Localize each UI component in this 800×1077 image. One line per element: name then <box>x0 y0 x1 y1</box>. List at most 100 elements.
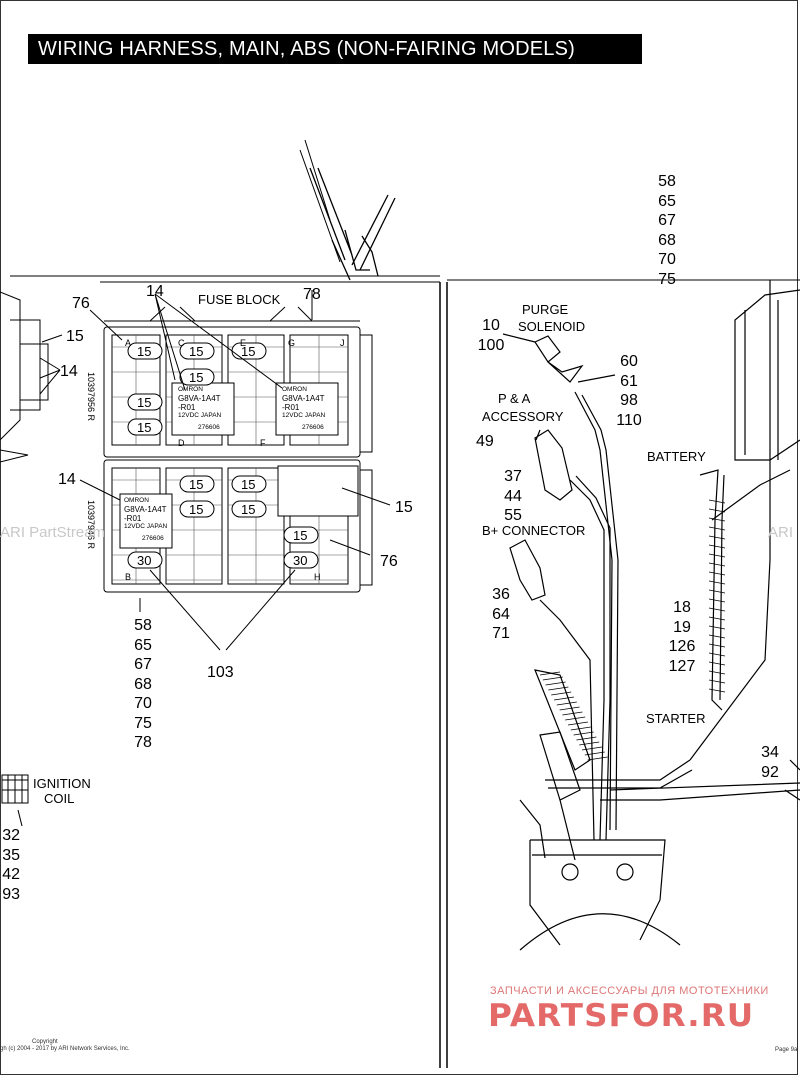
callout-49[interactable]: 49 <box>476 433 494 450</box>
ignition-coil-label-2: COIL <box>44 791 75 806</box>
callout[interactable]: 67 <box>134 656 152 673</box>
callout-14-top[interactable]: 14 <box>146 283 164 300</box>
fuse-label[interactable]: 15 <box>189 344 204 359</box>
corrugation-line <box>587 756 608 761</box>
callout[interactable]: 58 <box>134 617 152 634</box>
corrugation-line <box>708 598 726 603</box>
callout[interactable]: 32 <box>2 827 20 844</box>
corrugation-line <box>584 751 605 756</box>
fuse-label[interactable]: 15 <box>293 528 308 543</box>
callout[interactable]: 126 <box>668 638 696 655</box>
callout[interactable]: 68 <box>658 231 676 249</box>
fuse-label[interactable]: 30 <box>293 553 308 568</box>
corrugation-line <box>708 580 726 585</box>
callout[interactable]: 70 <box>658 251 676 268</box>
fuse-label[interactable]: 15 <box>137 395 152 410</box>
corrugation-line <box>551 691 572 696</box>
callout-78[interactable]: 78 <box>303 286 321 303</box>
connector-callouts: 60 61 98 110 <box>612 352 646 430</box>
ignition-coil-label-1: IGNITION <box>33 776 91 791</box>
fuse-label[interactable]: 15 <box>241 477 256 492</box>
callout[interactable]: 65 <box>134 636 152 654</box>
callout[interactable]: 92 <box>761 763 779 781</box>
callout[interactable]: 34 <box>761 744 779 761</box>
copyright: Copyright gh (c) 2004 - 2017 by ARI Netw… <box>0 1039 130 1052</box>
fuse-label[interactable]: 15 <box>137 344 152 359</box>
callout-14-mid[interactable]: 14 <box>58 471 76 488</box>
fuse-label[interactable]: 15 <box>189 477 204 492</box>
callout[interactable]: 71 <box>492 625 510 642</box>
callout[interactable]: 58 <box>658 173 676 190</box>
fuse-label[interactable]: 15 <box>137 420 152 435</box>
corrugation-line <box>708 661 726 666</box>
corrugation-line <box>708 652 726 657</box>
callout[interactable]: 61 <box>620 372 638 390</box>
callout[interactable]: 110 <box>616 411 642 429</box>
corrugation-line <box>708 562 726 567</box>
callout[interactable]: 78 <box>134 734 152 751</box>
callout[interactable]: 19 <box>673 618 691 636</box>
corrugation-line <box>559 706 580 711</box>
pa-accessory-label-1: P & A <box>498 391 531 406</box>
ignition-coil-callouts: 32 35 42 93 <box>0 826 20 904</box>
callout-76-left[interactable]: 76 <box>72 295 90 312</box>
callout[interactable]: 36 <box>492 586 510 603</box>
callout[interactable]: 127 <box>668 657 696 675</box>
watermark-left: ARI PartStream <box>0 524 106 541</box>
column-letter: D <box>178 438 185 448</box>
starter-label: STARTER <box>646 711 706 726</box>
callout[interactable]: 37 <box>504 468 522 485</box>
copyright-label: Copyright <box>32 1039 58 1045</box>
purge-solenoid-label-2: SOLENOID <box>518 319 586 334</box>
corrugation-line <box>548 686 569 691</box>
corrugation-line <box>573 731 594 736</box>
callout[interactable]: 55 <box>504 507 522 524</box>
corrugation-line <box>708 643 726 648</box>
callout[interactable]: 60 <box>620 353 638 370</box>
brand-logo[interactable]: PARTSFOR.RU <box>488 998 755 1034</box>
fuse-label[interactable]: 15 <box>241 344 256 359</box>
fuse-label[interactable]: 15 <box>241 502 256 517</box>
callout[interactable]: 18 <box>673 599 691 616</box>
side-code-upper: 10397956 R <box>86 372 96 422</box>
corrugation-line <box>708 688 726 693</box>
callout[interactable]: 93 <box>2 885 20 903</box>
corrugation-line <box>708 616 726 621</box>
corrugation-line <box>542 676 563 681</box>
callout[interactable]: 44 <box>504 487 522 505</box>
fuse-block-title: FUSE BLOCK <box>198 292 281 307</box>
callout-103[interactable]: 103 <box>207 664 234 681</box>
page-footer: Page 9a <box>775 1047 798 1053</box>
callout-14-left[interactable]: 14 <box>60 363 78 380</box>
callout[interactable]: 67 <box>658 212 676 229</box>
column-letter: G <box>288 338 296 348</box>
callout[interactable]: 65 <box>658 192 676 210</box>
callout-15-left[interactable]: 15 <box>66 328 84 345</box>
fuse-label[interactable]: 15 <box>189 502 204 517</box>
column-letter: F <box>260 438 266 448</box>
callout-15-right[interactable]: 15 <box>395 499 413 516</box>
corrugation-line <box>556 701 577 706</box>
corrugation-line <box>581 746 603 751</box>
callout[interactable]: 75 <box>658 270 676 288</box>
fuse-label[interactable]: 15 <box>189 370 204 385</box>
callout[interactable]: 42 <box>2 866 20 883</box>
callout[interactable]: 64 <box>492 605 510 623</box>
callout[interactable]: 68 <box>134 675 152 693</box>
callout[interactable]: 35 <box>2 846 20 864</box>
bplus-callouts: 36 64 71 <box>486 585 516 644</box>
callout[interactable]: 70 <box>134 695 152 712</box>
column-letter: E <box>240 338 247 348</box>
watermark-right: ARI <box>768 524 794 541</box>
callout-76-right[interactable]: 76 <box>380 553 398 570</box>
corrugation-line <box>570 726 591 731</box>
callout[interactable]: 10 <box>482 317 500 334</box>
battery-label: BATTERY <box>647 449 706 464</box>
fuse-label[interactable]: 30 <box>137 553 152 568</box>
callout[interactable]: 98 <box>620 392 638 409</box>
callout[interactable]: 75 <box>134 714 152 732</box>
copyright-text: gh (c) 2004 - 2017 by ARI Network Servic… <box>0 1046 130 1052</box>
callout[interactable]: 100 <box>477 336 505 354</box>
